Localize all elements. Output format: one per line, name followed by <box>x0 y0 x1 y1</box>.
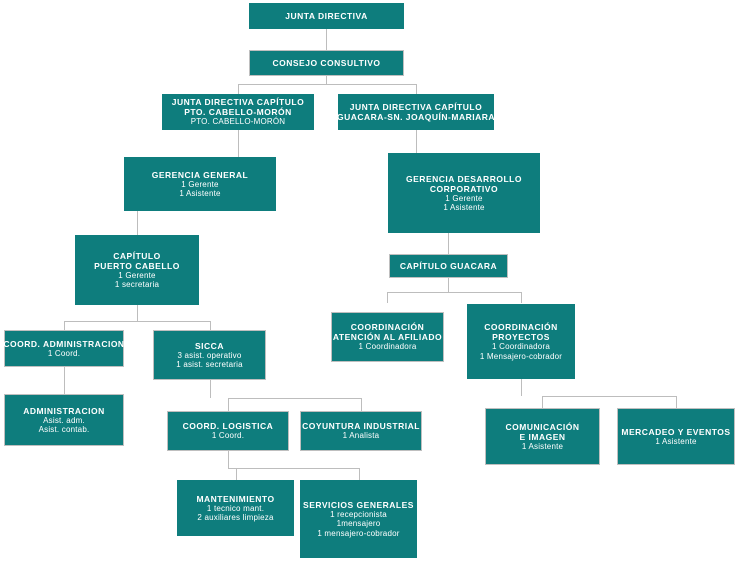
connector-consejo-down-stub <box>326 76 327 84</box>
connector-coord-admin-drop <box>64 321 65 330</box>
connector-mercadeo-drop <box>676 396 677 408</box>
org-node-detail-line: 1 Coordinadora <box>358 342 417 352</box>
org-node-title-line: MERCADEO Y EVENTOS <box>621 426 731 437</box>
org-node-detail-line: 1 Asistente <box>521 441 564 451</box>
org-node-title-line: CORPORATIVO <box>429 183 499 194</box>
org-node-detail-line: 1 Gerente <box>181 179 219 189</box>
org-node-detail-line: 3 asist. operativo <box>177 350 242 360</box>
org-node-detail-line: 1 Asistente <box>179 189 221 198</box>
org-node-detail-line: Asist. adm. <box>43 415 85 425</box>
org-node-detail-line: 1 Gerente <box>118 270 156 280</box>
org-node-detail-line: 1 asist. secretaria <box>176 360 243 369</box>
org-node-detail-line: 1 tecnico mant. <box>206 503 265 513</box>
connector-sicca-drop <box>210 321 211 330</box>
connector-proyectos-down <box>521 379 522 396</box>
connector-proyectos-drop <box>521 292 522 303</box>
org-node-detail-line: 1 Analista <box>342 431 380 441</box>
org-node-title-line: E IMAGEN <box>519 431 566 442</box>
org-node-detail-line: 1 secretaria <box>114 280 160 290</box>
connector-comunicacion-drop <box>542 396 543 408</box>
org-node-junta-directiva[interactable]: JUNTA DIRECTIVA <box>249 3 404 29</box>
connector-gerencia-to-capitulo-pc <box>137 211 138 235</box>
org-node-title-line: GUACARA-SN. JOAQUÍN-MARIARA <box>337 112 495 122</box>
org-node-capitulo-guacara[interactable]: CAPÍTULO GUACARA <box>389 254 508 278</box>
org-node-detail-line: 1 Coordinadora <box>492 342 550 352</box>
org-node-detail-line: 1 mensajero-cobrador <box>317 528 400 538</box>
org-node-detail-line: 1 Mensajero-cobrador <box>479 351 563 361</box>
org-node-title-line: COORDINACIÓN <box>484 322 558 333</box>
connector-capitulo-pc-drop2 <box>137 305 138 321</box>
org-node-title-line: GERENCIA DESARROLLO <box>406 173 522 184</box>
org-node-title-line: GERENCIA GENERAL <box>151 169 249 180</box>
org-node-title-line: PROYECTOS <box>492 332 550 343</box>
org-node-title-line: CAPÍTULO <box>113 250 161 261</box>
org-node-title-line: JUNTA DIRECTIVA CAPÍTULO <box>171 97 305 108</box>
org-node-title-line: COORD. LOGISTICA <box>182 421 274 432</box>
connector-mantenimiento-drop <box>236 468 237 480</box>
connector-junta-to-consejo <box>326 29 327 50</box>
org-node-detail-line: 2 auxiliares limpieza <box>197 513 274 522</box>
org-node-title-line: PUERTO CABELLO <box>94 260 180 271</box>
connector-jd-pc-to-gerencia <box>238 130 239 157</box>
org-node-detail-line: 1 Asistente <box>443 203 485 213</box>
connector-servicios-drop <box>359 468 360 480</box>
org-node-title-line: ATENCIÓN AL AFILIADO <box>332 332 443 343</box>
org-node-detail-line: 1 Coord. <box>47 348 81 358</box>
org-node-title-line: JUNTA DIRECTIVA <box>285 10 368 21</box>
org-node-title-line: COORDINACIÓN <box>350 322 425 333</box>
connector-gu-children-bus <box>387 292 521 293</box>
org-node-title-line: COORD. ADMINISTRACION <box>3 338 125 349</box>
org-node-title-line: SERVICIOS GENERALES <box>303 499 414 510</box>
org-node-title-line: CONSEJO CONSULTIVO <box>272 57 381 68</box>
connector-comunicacion-bus <box>542 396 676 397</box>
connector-pc-children-bus <box>64 321 210 322</box>
connector-coyuntura-drop <box>361 398 362 411</box>
connector-gerencia-dc-to-capitulo-gu <box>448 233 449 254</box>
org-node-title-line: COYUNTURA INDUSTRIAL <box>302 421 420 432</box>
connector-capitulo-gu-drop2 <box>448 278 449 292</box>
org-node-detail-line: Asist. contab. <box>38 425 90 434</box>
connector-jd-gu-to-gerencia-dc <box>416 130 417 153</box>
connector-sicca-to-logistica <box>210 380 211 398</box>
connector-capitulos-bus <box>238 84 416 85</box>
org-node-detail-line: PTO. CABELLO-MORÓN <box>190 117 286 127</box>
org-node-title-line: SICCA <box>195 340 224 351</box>
org-node-detail-line: 1 recepcionista <box>330 509 387 519</box>
connector-coord-logistica-down <box>228 451 229 468</box>
connector-coord-logistica-drop <box>228 398 229 411</box>
org-node-title-line: ADMINISTRACION <box>23 405 105 416</box>
org-node-title-line: MANTENIMIENTO <box>196 493 275 504</box>
org-node-detail-line: 1 Coord. <box>211 431 245 441</box>
connector-logistica-bus <box>228 398 361 399</box>
org-node-consejo-consultivo[interactable]: CONSEJO CONSULTIVO <box>249 50 404 76</box>
org-node-title-line: COMUNICACIÓN <box>505 421 580 432</box>
org-node-title-line: PTO. CABELLO-MORÓN <box>184 107 292 118</box>
org-node-detail-line: 1 Asistente <box>655 436 697 446</box>
org-node-detail-line: 1 Gerente <box>445 193 483 203</box>
org-node-title-line: CAPÍTULO GUACARA <box>399 260 498 271</box>
connector-capitulo-pc-drop <box>238 84 239 94</box>
connector-coord-admin-to-administracion <box>64 367 65 394</box>
connector-mantenimiento-bus <box>228 468 359 469</box>
connector-atencion-afiliado-drop <box>387 292 388 303</box>
connector-capitulo-gu-drop <box>416 84 417 94</box>
org-node-detail-line: 1mensajero <box>336 519 381 529</box>
org-node-title-line: JUNTA DIRECTIVA CAPÍTULO <box>349 101 483 112</box>
